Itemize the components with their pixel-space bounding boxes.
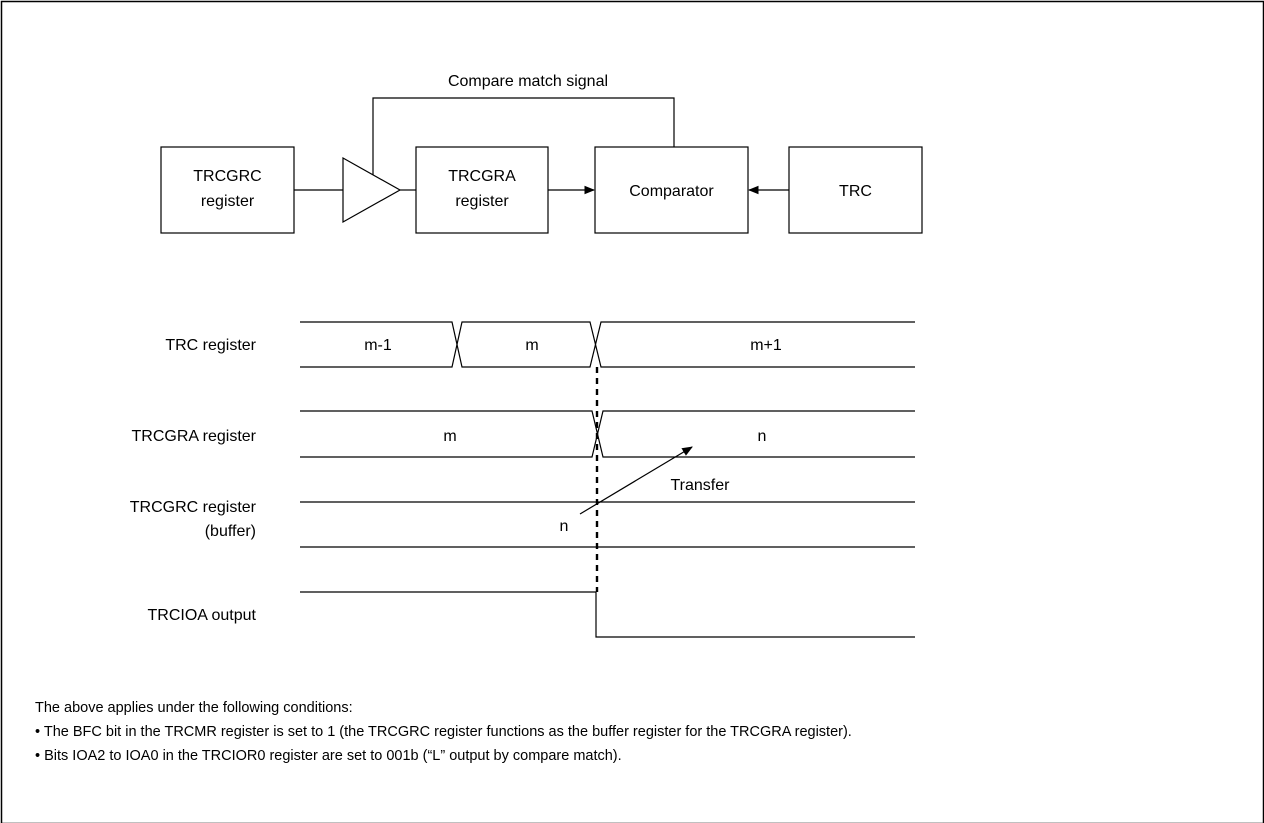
notes-item-bfc: • The BFC bit in the TRCMR register is s… [35, 724, 852, 740]
timing-diagram: TRC register m-1 m m+1 TRCGRA register m… [130, 321, 915, 638]
compare-match-signal-label: Compare match signal [448, 73, 608, 90]
block-diagram: Compare match signal TRCGRC register TRC… [160, 73, 923, 234]
timing-row-trcgra: TRCGRA register m n [132, 410, 915, 458]
notes-item-ioa: • Bits IOA2 to IOA0 in the TRCIOR0 regis… [35, 748, 622, 764]
trcgrc-register-box [160, 146, 295, 234]
buffer-triangle-icon [342, 156, 402, 224]
transfer-arrow [579, 446, 693, 515]
trcgra-box-label-line1: TRCGRA [448, 168, 516, 185]
trcgra-value-m: m [443, 428, 456, 445]
trcgra-box-label-line2: register [455, 193, 509, 210]
timing-row-trcgrc: TRCGRC register (buffer) n [130, 499, 915, 548]
trcgrc-value-n: n [560, 518, 569, 535]
trc-bus-bottom-line [300, 321, 915, 368]
trc-box-label: TRC [839, 183, 872, 200]
trc-value-m-plus-1: m+1 [750, 337, 782, 354]
trc-row-label: TRC register [165, 337, 256, 354]
trcgrc-box-label-line2: register [201, 193, 255, 210]
trc-value-m-minus-1: m-1 [364, 337, 392, 354]
trcgra-bus-bottom-line [300, 410, 915, 458]
timing-row-trc: TRC register m-1 m m+1 [165, 321, 915, 368]
trcgrc-row-label-line1: TRCGRC register [130, 499, 257, 516]
trcioa-waveform [300, 591, 915, 638]
timing-row-trcioa: TRCIOA output [148, 591, 915, 638]
trc-box [788, 146, 923, 234]
compare-match-signal-line [372, 97, 675, 190]
notes-intro: The above applies under the following co… [35, 700, 353, 716]
trcgra-value-n: n [758, 428, 767, 445]
trcgrc-box-label-line1: TRCGRC [193, 168, 261, 185]
trcgra-register-box [415, 146, 549, 234]
comparator-label: Comparator [629, 183, 714, 200]
trcgra-bus-top-line [300, 410, 915, 458]
trcioa-row-label: TRCIOA output [148, 607, 257, 624]
conditions-notes: The above applies under the following co… [35, 700, 852, 764]
trcgrc-row-label-line2: (buffer) [205, 523, 256, 540]
comparator-box [594, 146, 749, 234]
trcgra-row-label: TRCGRA register [132, 428, 257, 445]
trc-bus-top-line [300, 321, 915, 368]
trc-value-m: m [525, 337, 538, 354]
transfer-label: Transfer [671, 477, 731, 494]
